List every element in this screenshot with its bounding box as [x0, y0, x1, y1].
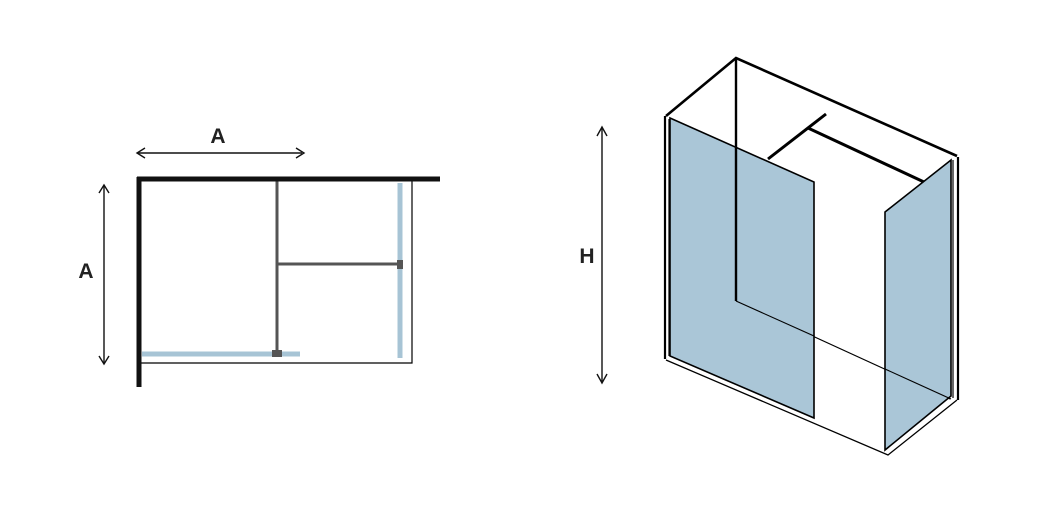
iso-ceiling-bar-short: [767, 112, 827, 161]
plan-bar-bracket-bottom: [272, 350, 282, 357]
iso-floor-diagonal-through-glass: [735, 300, 815, 337]
iso-view: H: [579, 56, 960, 456]
iso-right-glass-panel: [884, 158, 952, 452]
iso-ceiling-bar-long: [807, 126, 925, 184]
plan-width-dimension: [135, 147, 306, 159]
iso-top-edges: [665, 56, 958, 158]
iso-floor-base: [665, 359, 958, 456]
plan-width-label: A: [210, 125, 225, 148]
plan-depth-label: A: [78, 260, 93, 283]
iso-left-glass-panel: [669, 116, 815, 420]
plan-floor-outline: [140, 181, 413, 364]
iso-floor-diagonal-through-right-glass: [884, 368, 952, 400]
plan-depth-dimension: [98, 183, 110, 366]
plan-bar-bracket-side: [397, 260, 403, 269]
plan-view: A A: [78, 125, 440, 387]
iso-height-label: H: [579, 245, 594, 268]
iso-height-dimension: [596, 125, 608, 385]
